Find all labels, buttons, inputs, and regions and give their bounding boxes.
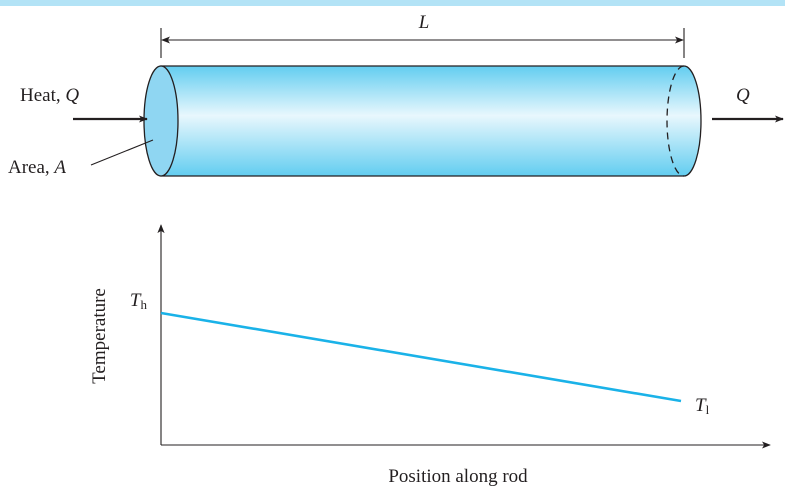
heat-in-prefix: Heat, (20, 85, 65, 106)
start-label-main: T (130, 290, 142, 311)
area-symbol: A (52, 157, 66, 178)
temperature-line (160, 311, 682, 403)
heat-out: Q (712, 85, 784, 123)
heat-in-label: Heat, Q (20, 85, 79, 106)
area-annotation: Area, A (8, 139, 154, 178)
top-bar (0, 0, 785, 6)
y-axis-label: Temperature (89, 288, 110, 384)
end-label-sub: l (706, 402, 710, 417)
length-dimension: L (160, 12, 685, 58)
temperature-chart: Temperature Position along rod Th Tl (89, 224, 771, 487)
start-temperature-label: Th (130, 290, 148, 312)
rod-left-face (143, 65, 179, 177)
end-label-main: T (695, 395, 707, 416)
x-axis-label: Position along rod (388, 466, 528, 487)
end-temperature-label: Tl (695, 395, 710, 417)
heat-in-symbol: Q (65, 85, 79, 106)
rod-body (160, 65, 702, 177)
start-label-sub: h (141, 297, 148, 312)
area-label: Area, A (8, 157, 66, 178)
area-prefix: Area, (8, 157, 54, 178)
rod-group (143, 65, 702, 177)
heat-out-label: Q (736, 85, 750, 106)
area-leader-line (90, 139, 154, 166)
length-label: L (418, 12, 430, 33)
heat-in: Heat, Q (20, 85, 148, 123)
rod-right-hidden-edge (666, 65, 685, 177)
